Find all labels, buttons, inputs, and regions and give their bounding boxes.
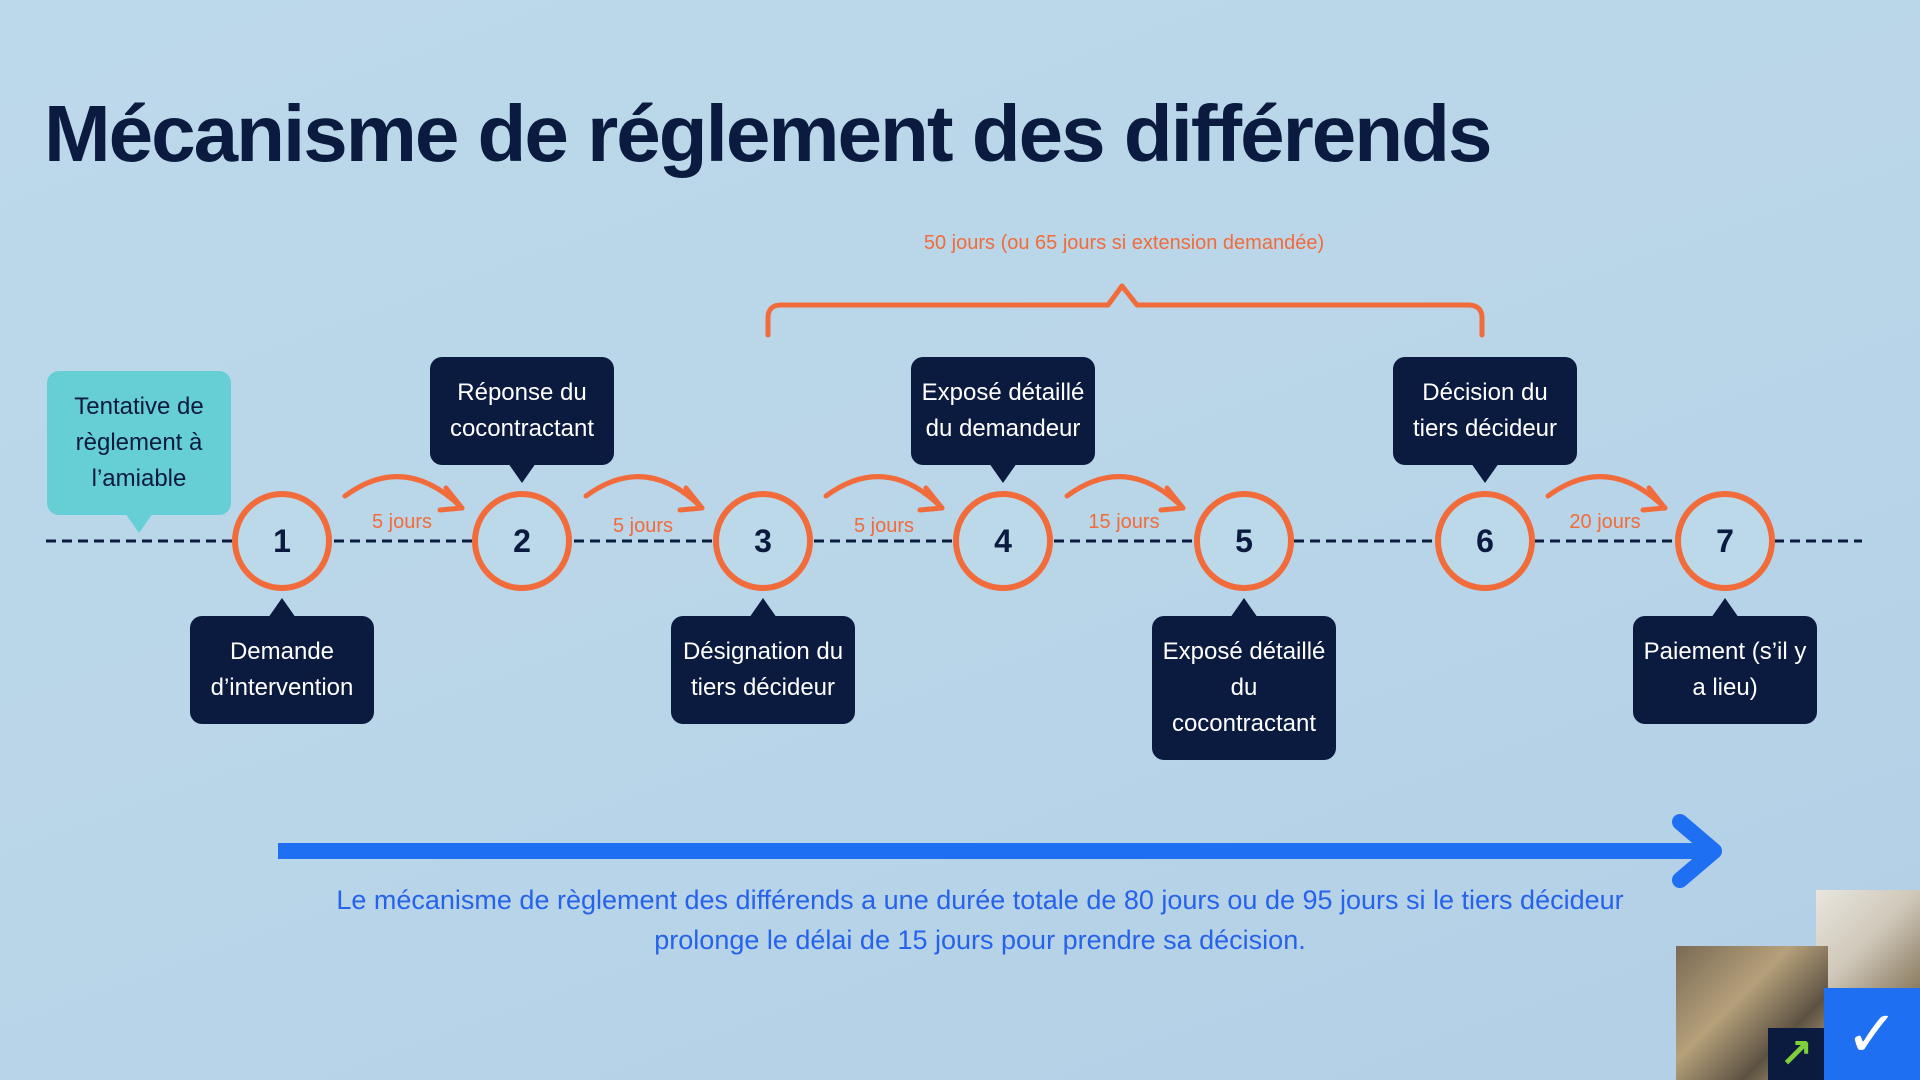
step-number-1: 1: [273, 523, 291, 559]
duration-arrows: [342, 474, 1668, 511]
step-label-3: Désignation du tiers décideur: [671, 598, 855, 724]
duration-arrow-3-4: [823, 474, 945, 511]
arrow-up-right-icon: ↗: [1768, 1028, 1824, 1080]
step-number-3: 3: [754, 523, 772, 559]
corner-photo-interior: [1816, 890, 1920, 990]
step-number-2: 2: [513, 523, 531, 559]
duration-arrowheads: [437, 485, 1668, 513]
page-title: Mécanisme de réglement des différends: [44, 89, 1493, 178]
step-circle-6: [1435, 491, 1535, 591]
step-label-4: Exposé détaillé du demandeur: [911, 357, 1095, 483]
duration-arrow-4-5: [1064, 474, 1186, 511]
duration-arrow-1-2: [342, 474, 465, 511]
step-circle-5: [1194, 491, 1294, 591]
step-circle-7: [1675, 491, 1775, 591]
duration-arrow-6-7: [1545, 474, 1668, 511]
step-circle-4: [953, 491, 1053, 591]
duration-label-6-7: 20 jours: [1569, 511, 1641, 533]
step-number-4: 4: [994, 523, 1012, 559]
step-label-2: Réponse du cocontractant: [430, 357, 614, 483]
step-label-5: Exposé détaillé du cocontractant: [1152, 598, 1336, 760]
duration-label-2-3: 5 jours: [612, 515, 674, 537]
step-circle-2: [472, 491, 572, 591]
total-duration-arrowhead: [1672, 814, 1722, 888]
span-duration-label: 50 jours (ou 65 jours si extension deman…: [923, 232, 1325, 254]
summary-text: Le mécanisme de règlement des différends…: [336, 885, 1624, 955]
step-label-7: Paiement (s’il y a lieu): [1633, 598, 1817, 724]
step-circle-3: [713, 491, 813, 591]
duration-label-3-4: 5 jours: [853, 515, 915, 537]
span-brace: [765, 283, 1485, 338]
pre-step-label: Tentative de règlement à l’amiable: [47, 371, 231, 533]
duration-arrow-2-3: [583, 474, 705, 511]
step-number-6: 6: [1476, 523, 1494, 559]
step-label-1: Demande d’intervention: [190, 598, 374, 724]
step-number-7: 7: [1716, 523, 1734, 559]
step-number-5: 5: [1235, 523, 1253, 559]
duration-label-4-5: 15 jours: [1088, 511, 1160, 533]
duration-label-1-2: 5 jours: [371, 511, 433, 533]
check-icon: ✓: [1824, 988, 1920, 1080]
step-circle-1: [232, 491, 332, 591]
step-label-6: Décision du tiers décideur: [1393, 357, 1577, 483]
step-circles: [232, 491, 1775, 591]
